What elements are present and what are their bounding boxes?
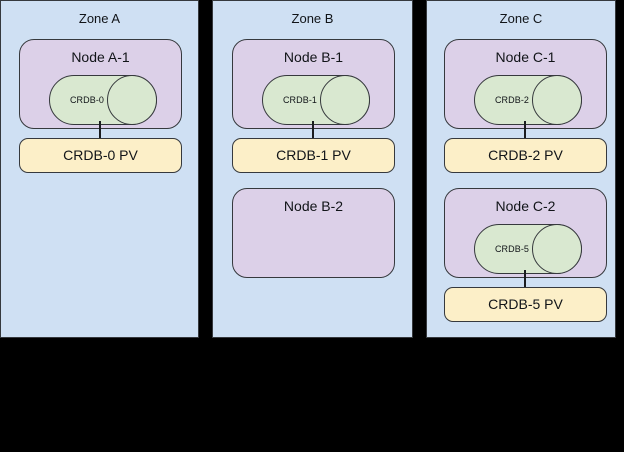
pv-crdb-5-label: CRDB-5 PV — [488, 296, 563, 312]
connector-node-c-2-to-pv — [524, 270, 526, 288]
node-b-2: Node B-2 — [232, 188, 395, 278]
node-c-2: Node C-2 CRDB-5 — [444, 188, 607, 278]
connector-node-b-1-to-pv — [312, 121, 314, 139]
database-cylinder-crdb-2: CRDB-2 — [474, 75, 582, 125]
zone-c-title: Zone C — [499, 11, 543, 26]
connector-node-a-1-to-pv — [99, 121, 101, 139]
node-b-1-label: Node B-1 — [283, 49, 344, 65]
pv-crdb-2: CRDB-2 PV — [444, 138, 607, 173]
database-cylinder-crdb-5-label: CRDB-5 — [494, 244, 530, 254]
pv-crdb-2-label: CRDB-2 PV — [488, 147, 563, 163]
node-a-1: Node A-1 CRDB-0 — [19, 39, 182, 129]
node-c-1: Node C-1 CRDB-2 — [444, 39, 607, 129]
node-b-1: Node B-1 CRDB-1 — [232, 39, 395, 129]
pv-crdb-1-label: CRDB-1 PV — [276, 147, 351, 163]
node-c-2-label: Node C-2 — [495, 198, 556, 214]
database-cylinder-crdb-2-label: CRDB-2 — [494, 95, 530, 105]
pv-crdb-0: CRDB-0 PV — [19, 138, 182, 173]
zone-b-title: Zone B — [291, 11, 334, 26]
cylinder-shape — [474, 75, 582, 125]
zone-b-container: Zone B Node B-1 CRDB-1 CRDB-1 PV Node B-… — [212, 0, 413, 338]
node-b-2-label: Node B-2 — [283, 198, 344, 214]
node-c-1-label: Node C-1 — [495, 49, 556, 65]
database-cylinder-crdb-1-label: CRDB-1 — [282, 95, 318, 105]
pv-crdb-0-label: CRDB-0 PV — [63, 147, 138, 163]
connector-node-c-1-to-pv — [524, 121, 526, 139]
zone-a-container: Zone A Node A-1 CRDB-0 CRDB-0 PV — [0, 0, 199, 338]
zone-a-title: Zone A — [78, 11, 121, 26]
database-cylinder-crdb-0-label: CRDB-0 — [69, 95, 105, 105]
pv-crdb-5: CRDB-5 PV — [444, 287, 607, 322]
zone-c-container: Zone C Node C-1 CRDB-2 CRDB-2 PV Node C-… — [426, 0, 616, 338]
cylinder-shape — [474, 224, 582, 274]
database-cylinder-crdb-0: CRDB-0 — [49, 75, 157, 125]
cylinder-shape — [49, 75, 157, 125]
database-cylinder-crdb-5: CRDB-5 — [474, 224, 582, 274]
database-cylinder-crdb-1: CRDB-1 — [262, 75, 370, 125]
pv-crdb-1: CRDB-1 PV — [232, 138, 395, 173]
cylinder-shape — [262, 75, 370, 125]
node-a-1-label: Node A-1 — [71, 49, 130, 65]
